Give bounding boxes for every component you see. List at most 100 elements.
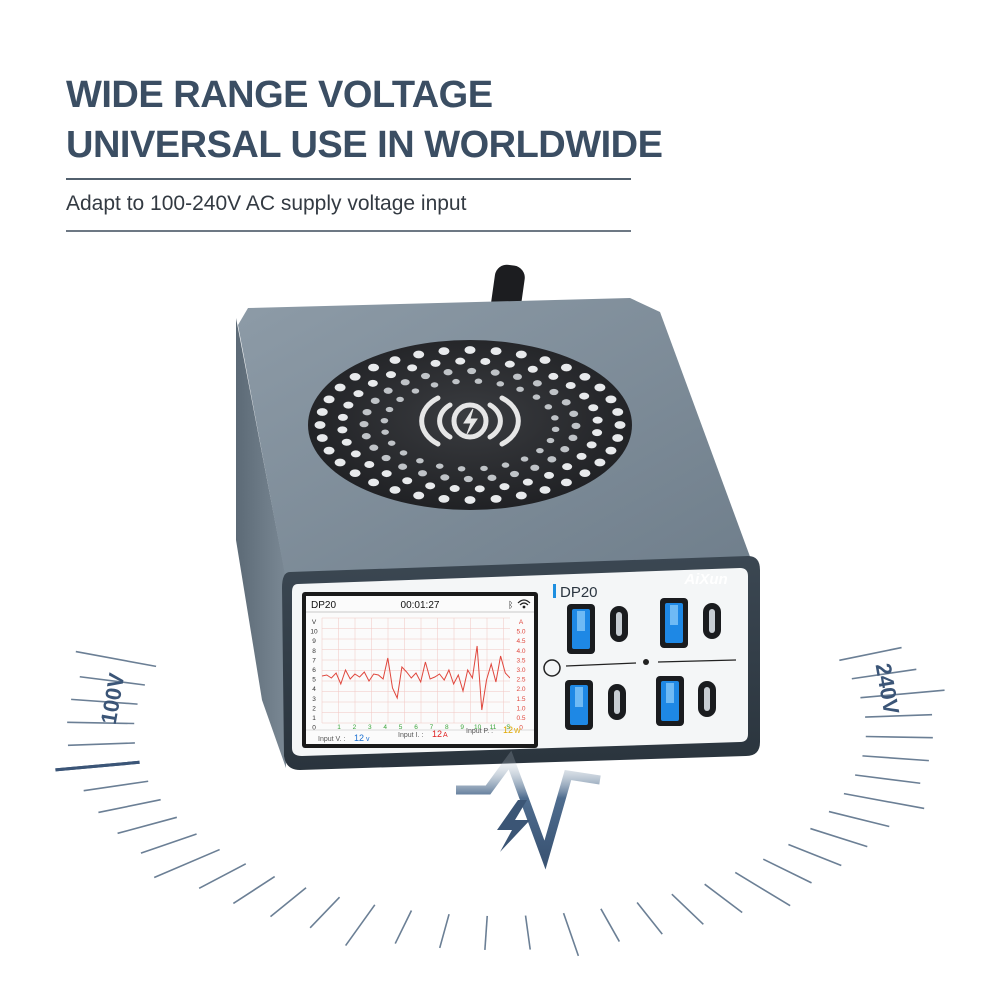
pad-dot (576, 452, 587, 460)
pad-dot (509, 470, 519, 478)
pad-dot (605, 395, 617, 404)
pad-dot (467, 367, 477, 375)
pad-dot (361, 433, 371, 440)
dial-tick (71, 698, 138, 705)
dial-tick (140, 833, 197, 854)
pad-dot (588, 404, 599, 412)
input-v-unit: v (366, 736, 370, 743)
usb-c-port-2[interactable] (703, 603, 721, 639)
input-p-unit: W (514, 728, 521, 735)
dial-tick (562, 912, 580, 957)
pad-dot (530, 464, 540, 471)
right-axis-label: 3.0 (516, 667, 525, 674)
dial-tick (484, 915, 489, 951)
left-axis-label: 7 (312, 657, 316, 664)
wireless-charge-icon (419, 395, 521, 447)
pad-dot (314, 421, 326, 429)
pad-dot (353, 390, 364, 398)
usb-c-port-3[interactable] (608, 684, 626, 720)
usb-c-port-1[interactable] (610, 606, 628, 642)
pad-dot (501, 462, 510, 468)
power-button[interactable] (543, 659, 561, 677)
pad-dot (546, 437, 555, 444)
usb-c-port-4[interactable] (698, 681, 716, 717)
bottom-axis-label: 9 (460, 724, 464, 731)
dial-tick (438, 913, 450, 949)
pad-dot (413, 491, 425, 500)
pad-dot (592, 429, 603, 437)
pad-dot (418, 470, 428, 477)
usb-a-port-1[interactable] (567, 604, 595, 654)
status-led (643, 659, 649, 665)
pad-dot (413, 350, 425, 359)
dial-tick (855, 774, 921, 785)
headline-line-2: UNIVERSAL USE IN WORLDWIDE (66, 124, 663, 166)
pad-dot (532, 380, 542, 387)
right-axis-label: 0.5 (516, 715, 525, 722)
dial-tick (865, 713, 933, 718)
dial-tick (843, 792, 925, 810)
dial-tick (600, 908, 621, 942)
pad-dot (438, 495, 450, 503)
pad-dot (614, 421, 626, 429)
pad-dot (341, 438, 352, 446)
right-axis-label: 2.0 (516, 686, 525, 693)
pad-dot (547, 456, 557, 463)
pad-dot (381, 429, 389, 435)
pad-dot (561, 399, 571, 406)
voltage-dial (55, 646, 945, 957)
pad-dot (474, 485, 485, 493)
bluetooth-icon: ᛒ (508, 600, 513, 611)
voltage-pulse-graphic (456, 750, 601, 870)
pad-dot (539, 486, 551, 494)
pad-dot (612, 408, 624, 416)
usb-a-port-2[interactable] (660, 598, 688, 648)
pad-dot (551, 426, 560, 432)
dial-tick (198, 863, 247, 890)
lcd-display-area (306, 596, 534, 744)
left-axis-label: 5 (312, 677, 316, 684)
pad-dot (370, 397, 380, 404)
pad-dot (496, 381, 505, 387)
pad-dot (594, 383, 606, 392)
bottom-axis-label: 10 (474, 724, 482, 731)
pad-dot (490, 369, 500, 376)
bottom-axis-label: 5 (399, 724, 403, 731)
pad-dot (532, 394, 541, 400)
left-axis-label: 4 (312, 686, 316, 693)
pad-dot (368, 478, 380, 487)
pad-dot (571, 422, 581, 429)
left-axis-label: 10 (310, 629, 318, 636)
pad-dot (504, 360, 515, 368)
pad-dot (349, 372, 361, 381)
pad-dot (544, 404, 553, 410)
pad-dot (416, 458, 424, 464)
port-divider-left (565, 662, 637, 667)
pad-dot (316, 434, 328, 442)
usb-a-port-3[interactable] (565, 680, 593, 730)
dial-tick (704, 883, 743, 914)
dial-tick (860, 689, 945, 699)
right-axis: A5.04.54.03.53.02.52.01.51.00.50 (516, 619, 525, 732)
pad-dot (586, 441, 597, 449)
pad-dot (316, 408, 328, 416)
dial-tick (788, 843, 842, 867)
pad-dot (605, 446, 617, 455)
dial-tick (232, 875, 276, 905)
dial-tick (524, 915, 532, 950)
pad-dot (323, 395, 335, 404)
pad-dot (385, 406, 394, 413)
right-axis-label: A (519, 619, 524, 626)
left-axis-label: 6 (312, 667, 316, 674)
screen-model: DP20 (311, 600, 336, 611)
input-v-label: Input V. : (318, 736, 345, 743)
bottom-axis-label: 11 (490, 724, 497, 731)
pad-dot (579, 372, 591, 381)
right-axis-label: 3.5 (516, 657, 525, 664)
plot-trace (322, 645, 510, 711)
usb-a-port-4[interactable] (656, 676, 684, 726)
pad-dot (548, 372, 559, 380)
right-axis-label: 4.0 (516, 648, 525, 655)
pad-dot (343, 401, 354, 409)
pad-dot (337, 413, 348, 421)
